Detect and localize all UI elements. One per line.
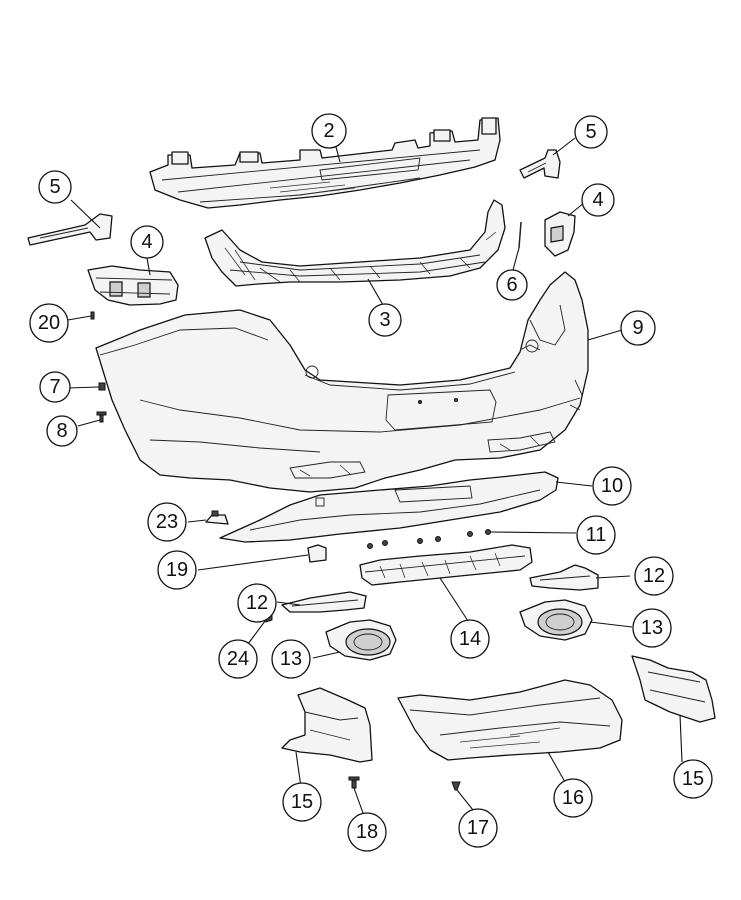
callout-7: 7 [39, 371, 71, 403]
svg-text:23: 23 [156, 511, 178, 533]
svg-text:5: 5 [585, 121, 596, 143]
callout-18: 18 [347, 812, 387, 852]
part-13-left-exhaust-tip [325, 619, 397, 661]
part-7-clip [98, 382, 106, 391]
part-2-bumper-beam [149, 117, 501, 209]
part-6-pin [518, 221, 522, 249]
svg-text:4: 4 [141, 231, 152, 253]
svg-text:20: 20 [38, 312, 60, 334]
callout-6: 6 [496, 269, 528, 301]
part-8-screw [96, 411, 107, 423]
svg-text:24: 24 [227, 648, 249, 670]
callout-13-left: 13 [271, 639, 311, 679]
part-18-screw [348, 776, 360, 789]
svg-text:19: 19 [166, 559, 188, 581]
svg-text:17: 17 [467, 817, 489, 839]
part-5-right-bracket [519, 149, 561, 179]
part-16-underbody-shield [397, 679, 623, 761]
part-23-sensor [205, 510, 229, 525]
callout-5-right: 5 [574, 115, 608, 149]
svg-text:15: 15 [682, 768, 704, 790]
svg-text:16: 16 [562, 787, 584, 809]
svg-text:8: 8 [56, 420, 67, 442]
svg-text:13: 13 [280, 648, 302, 670]
part-15-right-splash-shield [631, 655, 716, 723]
svg-text:13: 13 [641, 617, 663, 639]
callout-5-left: 5 [38, 170, 72, 204]
svg-text:3: 3 [379, 309, 390, 331]
part-13-right-exhaust-tip [519, 599, 593, 641]
callout-14: 14 [450, 619, 490, 659]
svg-text:4: 4 [592, 189, 603, 211]
svg-text:15: 15 [291, 791, 313, 813]
svg-text:2: 2 [323, 120, 334, 142]
callout-10: 10 [592, 466, 632, 506]
callout-15-left: 15 [282, 782, 322, 822]
svg-text:11: 11 [586, 524, 607, 546]
part-12-left-bracket [281, 591, 367, 613]
callout-9: 9 [620, 310, 656, 346]
callout-4-left: 4 [130, 225, 164, 259]
callout-20: 20 [29, 303, 69, 343]
callout-12-right: 12 [634, 556, 674, 596]
callout-11: 11 [576, 515, 616, 555]
callout-12-left: 12 [237, 583, 277, 623]
part-4-left-side-bracket [87, 265, 179, 306]
leader-lines [66, 137, 683, 814]
callout-24: 24 [218, 639, 258, 679]
svg-text:5: 5 [49, 176, 60, 198]
callout-13-right: 13 [632, 608, 672, 648]
svg-text:9: 9 [632, 317, 643, 339]
callout-17: 17 [458, 808, 498, 848]
part-15-left-splash-shield [281, 687, 373, 763]
svg-text:14: 14 [459, 628, 481, 650]
svg-text:12: 12 [246, 592, 268, 614]
part-3-energy-absorber [204, 199, 506, 287]
callout-16: 16 [553, 778, 593, 818]
part-5-left-bracket [27, 213, 113, 246]
svg-text:18: 18 [356, 821, 378, 843]
callout-23: 23 [147, 502, 187, 542]
part-10-lower-valance [219, 471, 559, 543]
callout-19: 19 [157, 550, 197, 590]
svg-text:10: 10 [601, 475, 623, 497]
part-20-screw [90, 311, 95, 320]
part-9-bumper-fascia [95, 271, 589, 493]
part-12-right-bracket [529, 564, 599, 591]
callout-3: 3 [368, 303, 402, 337]
svg-text:12: 12 [643, 565, 665, 587]
part-19-cap [307, 544, 327, 563]
callout-15-right: 15 [673, 759, 713, 799]
part-4-right-side-bracket [544, 211, 576, 257]
callout-2: 2 [311, 113, 347, 149]
svg-text:6: 6 [506, 274, 517, 296]
callout-8: 8 [46, 415, 78, 447]
part-14-center-bracket [359, 544, 533, 586]
callout-4-right: 4 [581, 183, 615, 217]
part-17-pushpin [451, 781, 461, 791]
part-11-clips [367, 529, 491, 549]
svg-text:7: 7 [49, 376, 60, 398]
